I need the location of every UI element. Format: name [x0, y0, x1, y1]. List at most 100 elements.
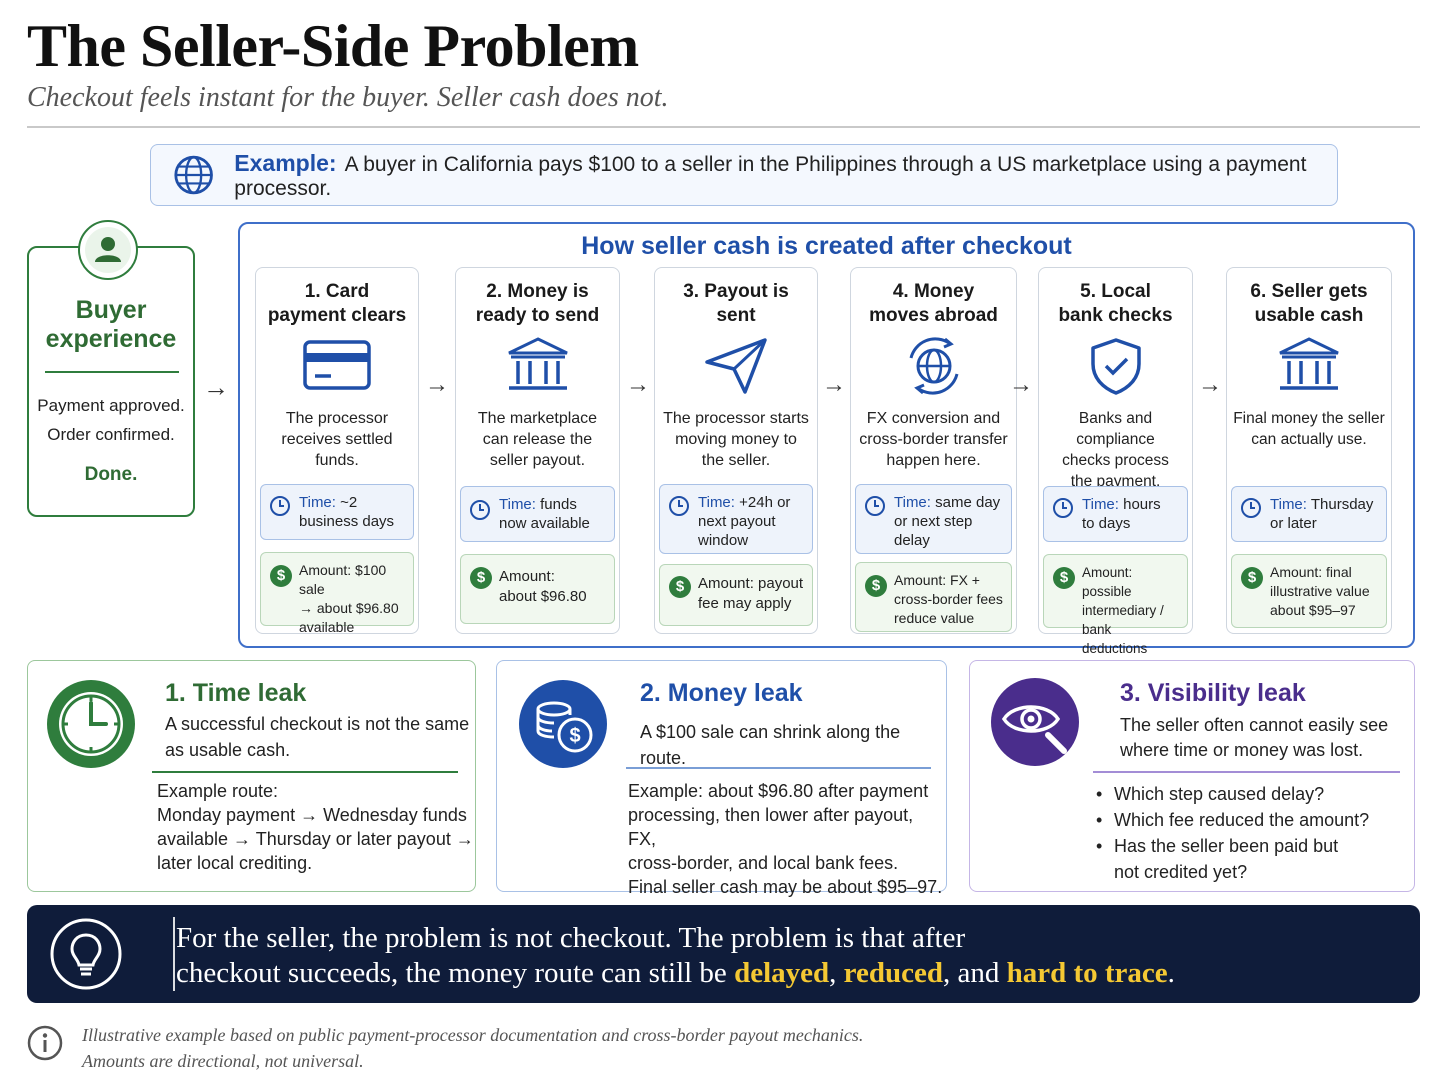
banner-text: For the seller, the problem is not check…	[176, 922, 1175, 989]
list-item: Which step caused delay?	[1092, 781, 1369, 807]
time-leak-divider	[152, 771, 458, 773]
flow-arrow-1: →	[425, 371, 449, 398]
dollar-icon: $	[270, 565, 292, 587]
example-text: Example:A buyer in California pays $100 …	[234, 150, 1337, 201]
money-leak-card: $ 2. Money leak A $100 sale can shrink a…	[496, 660, 947, 897]
flow-arrow-2: →	[626, 371, 650, 398]
dollar-icon: $	[669, 576, 691, 598]
buyer-divider	[45, 371, 179, 373]
time-leak-route: Example route:Monday payment → Wednesday…	[157, 781, 474, 873]
buyer-experience-card: Buyer experience Payment approved. Order…	[27, 246, 195, 517]
dollar-icon: $	[1241, 567, 1263, 589]
person-icon	[85, 227, 131, 273]
step-amount-box: $ Amount:about $96.80	[460, 554, 615, 624]
visibility-leak-card: 3. Visibility leak The seller often cann…	[969, 660, 1415, 892]
page-title: The Seller-Side Problem	[27, 13, 639, 79]
clock-icon	[270, 496, 290, 516]
flow-arrow-3: →	[822, 371, 846, 398]
example-body: A buyer in California pays $100 to a sel…	[234, 152, 1307, 200]
buyer-title: Buyer experience	[45, 296, 177, 353]
flow-arrow-5: →	[1198, 371, 1222, 398]
list-item: Which fee reduced the amount?	[1092, 807, 1369, 833]
visibility-questions-list: Which step caused delay? Which fee reduc…	[1092, 781, 1369, 885]
flow-title: How seller cash is created after checkou…	[581, 232, 1072, 260]
lightbulb-icon	[50, 918, 122, 990]
buyer-to-flow-arrow: →	[203, 372, 229, 402]
example-callout: Example:A buyer in California pays $100 …	[150, 144, 1338, 206]
page-subtitle: Checkout feels instant for the buyer. Se…	[27, 82, 669, 113]
clock-icon	[1053, 498, 1073, 518]
money-leak-title: 2. Money leak	[640, 679, 803, 707]
banner-divider	[173, 917, 175, 991]
time-leak-card: 1. Time leak A successful checkout is no…	[27, 660, 476, 892]
clock-icon	[669, 496, 689, 516]
visibility-leak-divider	[1093, 771, 1400, 773]
seller-cash-flow-panel	[238, 222, 1415, 648]
dollar-icon: $	[470, 567, 492, 589]
clock-icon	[1241, 498, 1261, 518]
eye-search-icon	[991, 678, 1079, 766]
example-label: Example:	[234, 149, 337, 176]
clock-icon	[47, 680, 135, 768]
flow-arrow-4: →	[1009, 371, 1033, 398]
shield-check-icon	[1090, 338, 1141, 395]
svg-text:$: $	[569, 725, 580, 747]
visibility-leak-title: 3. Visibility leak	[1120, 679, 1306, 707]
info-icon	[27, 1025, 63, 1061]
coins-dollar-icon: $	[519, 680, 607, 768]
buyer-done: Done.	[84, 464, 138, 485]
dollar-icon: $	[865, 575, 887, 597]
buyer-line-confirmed: Order confirmed.	[47, 425, 175, 444]
conclusion-banner: For the seller, the problem is not check…	[27, 905, 1420, 1003]
dollar-icon: $	[1053, 567, 1075, 589]
header-divider	[27, 126, 1420, 128]
bank-icon	[507, 337, 568, 390]
time-leak-title: 1. Time leak	[165, 679, 307, 707]
clock-icon	[470, 500, 490, 520]
fx-globe-icon	[909, 337, 958, 395]
user-avatar-icon	[78, 220, 138, 280]
money-leak-divider	[626, 767, 931, 769]
paper-plane-icon	[705, 338, 767, 394]
credit-card-icon	[303, 340, 371, 390]
money-leak-text: A $100 sale can shrink along the route.	[640, 722, 901, 768]
footnote: Illustrative example based on public pay…	[82, 1025, 864, 1071]
bank-icon	[1279, 337, 1339, 390]
globe-icon	[174, 155, 213, 195]
buyer-line-approved: Payment approved.	[37, 396, 185, 415]
clock-icon	[865, 496, 885, 516]
